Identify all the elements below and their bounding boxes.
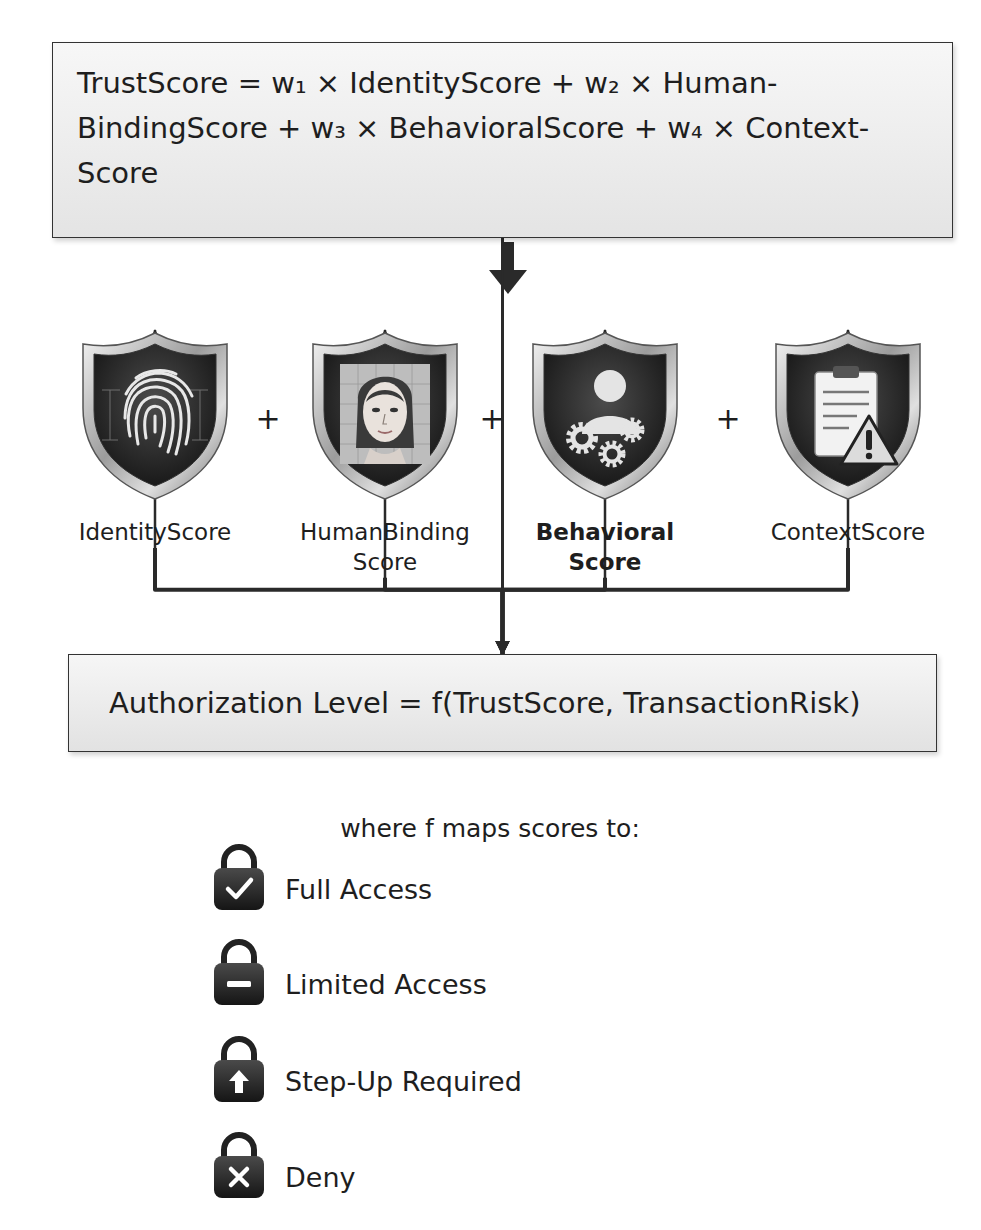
formula-box: TrustScore = w₁ × IdentityScore + w₂ × H… bbox=[52, 42, 953, 238]
score-label: IdentityScore bbox=[35, 518, 275, 548]
shield-icon bbox=[310, 330, 460, 502]
fork-arrow bbox=[489, 242, 527, 294]
score-shield: HumanBinding Score bbox=[295, 330, 475, 578]
plus-sign: + bbox=[715, 401, 740, 436]
authorization-formula: Authorization Level = f(TrustScore, Tran… bbox=[109, 686, 860, 720]
shield-icon bbox=[773, 330, 923, 502]
lock-limited bbox=[214, 942, 264, 1005]
score-label: Behavioral Score bbox=[505, 518, 705, 578]
score-shield: Behavioral Score bbox=[505, 330, 705, 578]
access-level: Full Access bbox=[285, 874, 432, 905]
score-label: ContextScore bbox=[730, 518, 966, 548]
connector bbox=[155, 548, 503, 654]
access-level: Deny bbox=[285, 1162, 356, 1193]
plus-sign: + bbox=[479, 401, 504, 436]
score-shield: IdentityScore bbox=[35, 330, 275, 548]
access-level: Limited Access bbox=[285, 969, 487, 1000]
shield-icon bbox=[530, 330, 680, 502]
lock-full bbox=[214, 847, 264, 910]
lock-deny bbox=[214, 1135, 264, 1198]
score-shield: ContextScore bbox=[730, 330, 966, 548]
connector bbox=[385, 578, 503, 654]
trust-formula: TrustScore = w₁ × IdentityScore + w₂ × H… bbox=[77, 61, 926, 196]
shield-icon bbox=[80, 330, 230, 502]
lock-stepup bbox=[214, 1039, 264, 1102]
access-level: Step-Up Required bbox=[285, 1066, 522, 1097]
mapping-note: where f maps scores to: bbox=[340, 814, 640, 843]
score-label: HumanBinding Score bbox=[295, 518, 475, 578]
plus-sign: + bbox=[255, 401, 280, 436]
authorization-box: Authorization Level = f(TrustScore, Tran… bbox=[68, 654, 937, 752]
connector bbox=[503, 548, 849, 654]
